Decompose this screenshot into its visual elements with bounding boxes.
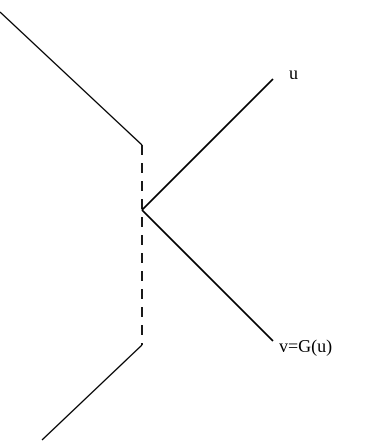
lower-left-diagonal-line <box>41 344 143 441</box>
v-equals-g-of-u-label: v=G(u) <box>279 336 332 357</box>
upper-left-diagonal-line <box>0 11 143 146</box>
v-branch-line <box>141 209 274 342</box>
u-label: u <box>289 63 298 83</box>
u-branch-line <box>141 78 274 211</box>
